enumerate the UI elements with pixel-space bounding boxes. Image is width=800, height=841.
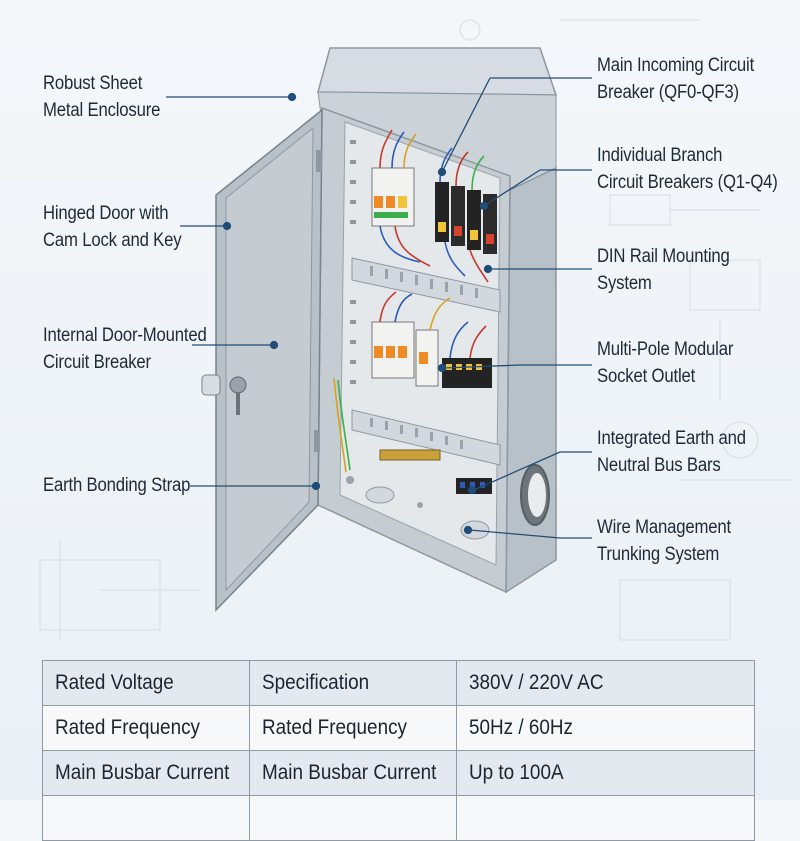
modular-breakers-lower <box>371 321 439 387</box>
table-cell: Rated Frequency <box>42 705 250 751</box>
table-row: Main Busbar Current Main Busbar Current … <box>42 750 755 796</box>
gland-hole <box>365 486 395 504</box>
bus-bar <box>379 449 492 494</box>
table-cell: Rated Voltage <box>42 660 250 706</box>
wire-trunking <box>351 409 501 466</box>
door-hinge <box>314 430 320 452</box>
door-hinge <box>316 150 322 172</box>
table-cell <box>42 795 250 841</box>
spec-table: Rated Voltage Specification 380V / 220V … <box>42 660 755 841</box>
table-cell: Main Busbar Current <box>248 750 457 796</box>
table-row: Rated Voltage Specification 380V / 220V … <box>42 660 755 706</box>
table-cell: 380V / 220V AC <box>455 660 755 706</box>
table-cell: Up to 100A <box>455 750 755 796</box>
electrical-enclosure-illustration <box>201 47 558 612</box>
label-earth-strap: Earth Bonding Strap <box>43 475 191 496</box>
socket-outlet <box>442 358 492 388</box>
table-cell: Rated Frequency <box>248 705 457 751</box>
table-cell: 50Hz / 60Hz <box>455 705 755 751</box>
table-cell: Main Busbar Current <box>42 750 250 796</box>
table-cell <box>248 795 457 841</box>
modular-breakers-upper <box>371 167 415 227</box>
cam-lock-icon <box>201 374 247 415</box>
table-cell: Specification <box>248 660 457 706</box>
table-row <box>42 795 755 841</box>
table-cell <box>455 795 755 841</box>
leader-lines <box>166 77 592 539</box>
din-rail-upper <box>351 257 501 313</box>
table-row: Rated Frequency Rated Frequency 50Hz / 6… <box>42 705 755 751</box>
main-breakers-black <box>435 182 497 254</box>
